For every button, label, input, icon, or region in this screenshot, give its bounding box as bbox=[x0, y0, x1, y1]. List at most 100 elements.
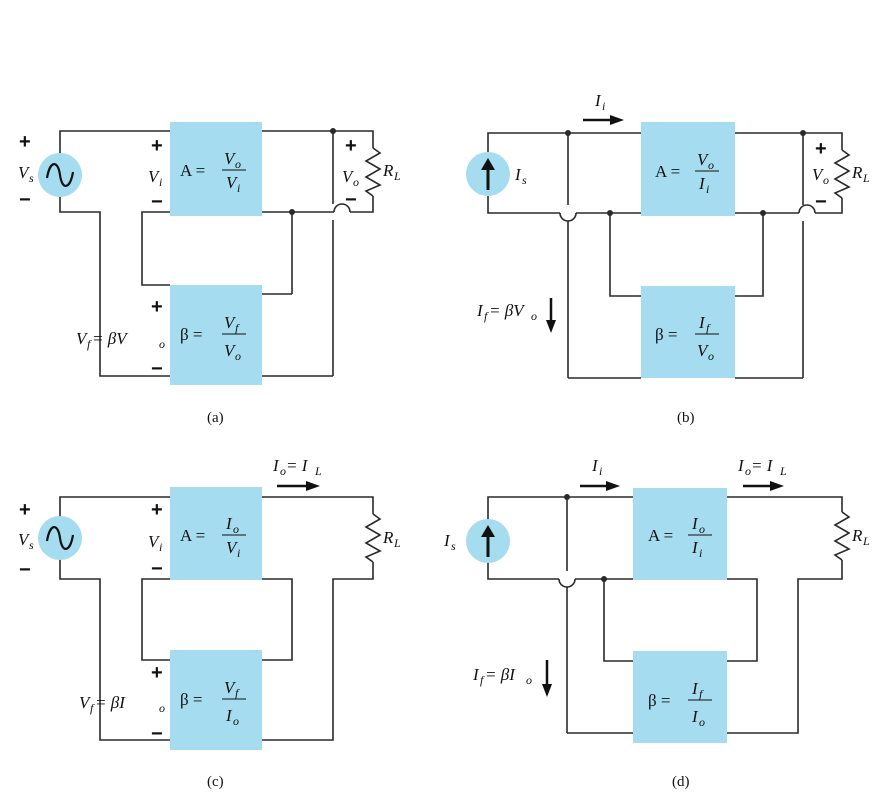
svg-text:s: s bbox=[29, 538, 34, 552]
rl-label-c: R bbox=[382, 528, 394, 547]
vf-plus-sign: + bbox=[151, 296, 163, 318]
svg-text:L: L bbox=[862, 171, 870, 185]
svg-text:I: I bbox=[225, 514, 233, 533]
svg-text:L: L bbox=[779, 464, 787, 478]
amplifier-block-a bbox=[170, 122, 262, 216]
svg-text:o: o bbox=[235, 157, 241, 171]
circuit-a: + − V s + − V i A = V o V i + − V o R L … bbox=[18, 122, 401, 426]
vi-minus-sign: − bbox=[151, 191, 163, 213]
svg-text:o: o bbox=[353, 175, 359, 189]
current-arrow-icon bbox=[277, 481, 320, 491]
svg-text:i: i bbox=[159, 175, 162, 189]
is-label: I bbox=[514, 165, 522, 184]
current-source-icon bbox=[466, 519, 510, 563]
svg-text:V: V bbox=[697, 150, 710, 169]
svg-text:f: f bbox=[235, 686, 240, 700]
svg-text:V: V bbox=[224, 341, 237, 360]
svg-text:f: f bbox=[87, 337, 92, 351]
svg-text:f: f bbox=[706, 321, 711, 335]
vo-label-b: V bbox=[812, 165, 825, 184]
feedback-equation-d: β = bbox=[648, 691, 671, 710]
svg-text:o: o bbox=[745, 464, 751, 478]
ac-voltage-source-icon bbox=[38, 153, 82, 197]
svg-text:V: V bbox=[226, 173, 239, 192]
circuit-c: + − V s + − V i I o = I L A = I o V i R … bbox=[18, 456, 401, 790]
svg-text:f: f bbox=[484, 309, 489, 323]
vi-plus-sign: + bbox=[151, 135, 163, 157]
feedback-equation-b: β = bbox=[655, 325, 678, 344]
resistor-icon bbox=[833, 149, 851, 199]
svg-text:V: V bbox=[79, 693, 92, 712]
gain-equation-a: A = bbox=[180, 161, 205, 180]
svg-text:I: I bbox=[225, 706, 233, 725]
resistor-icon bbox=[364, 147, 382, 197]
svg-text:f: f bbox=[235, 321, 240, 335]
vo-minus-sign-b: − bbox=[815, 191, 827, 213]
svg-text:o: o bbox=[699, 522, 705, 536]
ac-voltage-source-icon bbox=[38, 516, 82, 560]
gain-equation-b: A = bbox=[655, 162, 680, 181]
svg-text:I: I bbox=[476, 301, 484, 320]
svg-text:L: L bbox=[314, 464, 322, 478]
svg-text:o: o bbox=[233, 714, 239, 728]
vs-plus-sign-c: + bbox=[19, 499, 31, 521]
current-arrow-icon bbox=[546, 298, 556, 333]
rl-label: R bbox=[382, 161, 394, 180]
vs-minus-sign: − bbox=[19, 189, 31, 211]
vo-minus-sign: − bbox=[345, 189, 357, 211]
svg-text:L: L bbox=[862, 534, 870, 548]
svg-text:o: o bbox=[526, 673, 532, 687]
svg-text:o: o bbox=[159, 337, 165, 351]
svg-text:s: s bbox=[522, 173, 527, 187]
svg-text:= I: = I bbox=[286, 456, 309, 475]
caption-a: (a) bbox=[207, 410, 224, 426]
svg-text:s: s bbox=[29, 171, 34, 185]
svg-text:f: f bbox=[699, 687, 704, 701]
current-arrow-icon bbox=[583, 115, 624, 125]
vi-label-c: V bbox=[148, 532, 161, 551]
vi-plus-sign-c: + bbox=[151, 499, 163, 521]
io-il-label-d: I bbox=[737, 456, 745, 475]
svg-text:i: i bbox=[159, 540, 162, 554]
ii-label-d: I bbox=[591, 456, 599, 475]
svg-text:V: V bbox=[226, 538, 239, 557]
svg-text:= βI: = βI bbox=[485, 665, 516, 684]
if-equation-label: I f = βV o bbox=[476, 301, 537, 323]
resistor-icon bbox=[364, 513, 382, 563]
svg-text:i: i bbox=[237, 181, 240, 195]
svg-text:V: V bbox=[224, 678, 237, 697]
vf-plus-sign-c: + bbox=[151, 662, 163, 684]
vs-label: V bbox=[18, 163, 31, 182]
svg-text:= βV: = βV bbox=[92, 329, 129, 348]
svg-text:i: i bbox=[599, 464, 602, 478]
svg-text:i: i bbox=[706, 182, 709, 196]
vs-minus-sign-c: − bbox=[19, 559, 31, 581]
resistor-icon bbox=[833, 511, 851, 561]
amplifier-block-d bbox=[633, 488, 727, 580]
svg-text:I: I bbox=[698, 313, 706, 332]
feedback-block-c bbox=[170, 650, 262, 750]
vs-plus-sign: + bbox=[19, 131, 31, 153]
svg-text:o: o bbox=[531, 309, 537, 323]
circuit-b: I s I i A = V o I i + − V o R L I f = βV… bbox=[466, 91, 870, 426]
vi-label: V bbox=[148, 167, 161, 186]
svg-text:o: o bbox=[708, 158, 714, 172]
if-equation-label-d: I f = βI o bbox=[472, 665, 532, 687]
feedback-block-d bbox=[633, 651, 727, 743]
svg-text:V: V bbox=[697, 341, 710, 360]
vf-equation-label-c: V f = βI o bbox=[79, 693, 165, 715]
is-label-d: I bbox=[443, 531, 451, 550]
rl-label-d: R bbox=[851, 526, 863, 545]
svg-text:o: o bbox=[159, 701, 165, 715]
svg-text:I: I bbox=[472, 665, 480, 684]
svg-text:V: V bbox=[224, 313, 237, 332]
caption-c: (c) bbox=[207, 774, 224, 790]
vo-plus-sign: + bbox=[345, 135, 357, 157]
vf-equation-label: V f = βV o bbox=[76, 329, 165, 351]
svg-text:o: o bbox=[280, 464, 286, 478]
svg-text:= βI: = βI bbox=[95, 693, 126, 712]
amplifier-block-c bbox=[170, 487, 262, 580]
svg-text:o: o bbox=[708, 349, 714, 363]
svg-text:I: I bbox=[691, 538, 699, 557]
